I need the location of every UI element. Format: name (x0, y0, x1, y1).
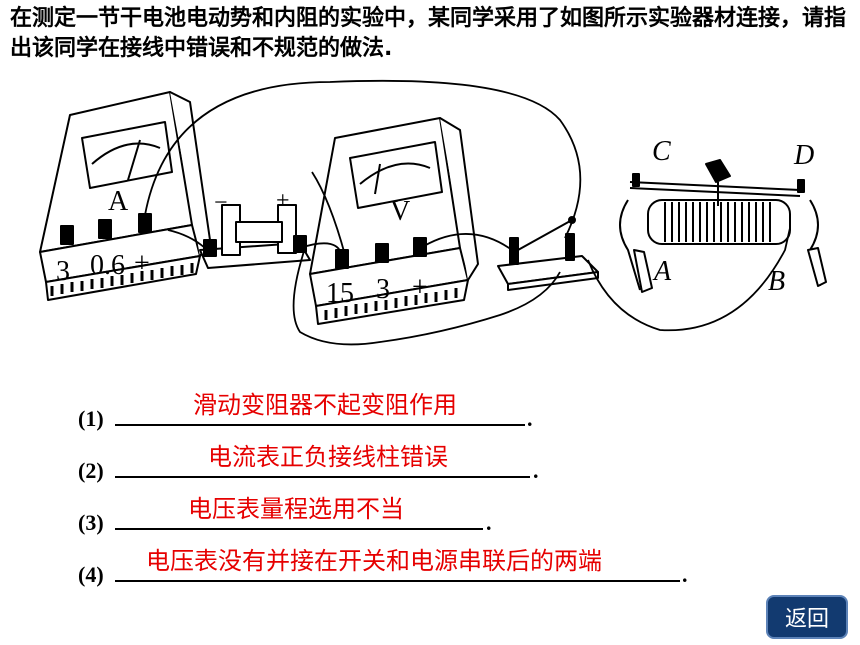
battery-plus: + (276, 188, 290, 214)
answer-period: . (682, 562, 688, 587)
voltmeter-terminal-15: 15 (326, 278, 354, 309)
answer-number: (2) (78, 458, 104, 483)
answer-text: 滑动变阻器不起变阻作用 (193, 391, 457, 419)
answer-row-3: (3) 电压表量程选用不当 . (78, 495, 498, 536)
ammeter-terminal-3: 3 (56, 256, 70, 287)
rheostat (619, 159, 827, 293)
ammeter-symbol: A (108, 186, 129, 217)
wires (144, 79, 791, 346)
answer-blank-line (115, 580, 680, 582)
answer-row-1: (1) 滑动变阻器不起变阻作用 . (78, 391, 538, 432)
voltmeter-terminal-plus: + (412, 272, 428, 303)
answer-text: 电压表量程选用不当 (188, 495, 404, 523)
question-text: 在测定一节干电池电动势和内阻的实验中，某同学采用了如图所示实验器材连接，请指出该… (10, 6, 847, 61)
answer-period: . (533, 458, 539, 483)
voltmeter-terminal-3: 3 (376, 274, 390, 305)
answer-blank-line (115, 476, 530, 478)
voltmeter (309, 117, 479, 325)
answer-number: (4) (78, 562, 104, 587)
answer-blank-line (115, 424, 525, 426)
answer-number: (1) (78, 406, 104, 431)
circuit-figure: A 3 0.6 + − + V 15 3 + C D A B (39, 79, 827, 346)
answer-text: 电压表没有并接在开关和电源串联后的两端 (146, 547, 602, 575)
answer-row-4: (4) 电压表没有并接在开关和电源串联后的两端 . (78, 547, 698, 588)
answer-row-2: (2) 电流表正负接线柱错误 . (78, 443, 548, 484)
ammeter-terminal-06: 0.6 (90, 250, 125, 281)
answer-period: . (486, 510, 492, 535)
answer-text: 电流表正负接线柱错误 (208, 443, 448, 471)
ammeter-terminal-plus: + (134, 248, 150, 279)
rheostat-label-a: A (652, 256, 672, 287)
battery-minus: − (214, 190, 228, 216)
answer-blank-line (115, 528, 483, 530)
rheostat-label-b: B (768, 266, 785, 297)
ammeter (39, 91, 211, 301)
rheostat-label-c: C (652, 136, 671, 167)
voltmeter-symbol: V (390, 196, 410, 227)
rheostat-label-d: D (793, 140, 814, 171)
switch (497, 216, 599, 291)
answer-period: . (527, 406, 533, 431)
answer-number: (3) (78, 510, 104, 535)
back-button[interactable]: 返回 (766, 595, 848, 639)
